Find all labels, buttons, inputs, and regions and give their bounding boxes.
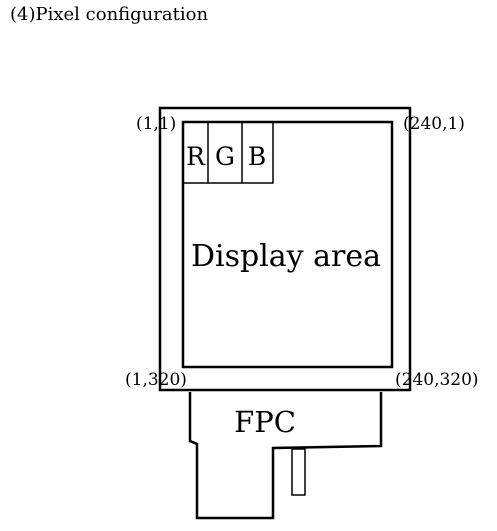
- corner-label-bottom-left: (1,320): [125, 370, 187, 390]
- display-area: [181, 120, 394, 369]
- subpixel-label-b: B: [248, 142, 266, 171]
- corner-label-top-left: (1,1): [136, 114, 176, 134]
- fpc-label: FPC: [234, 405, 296, 439]
- display-area-label: Display area: [191, 239, 381, 274]
- section-heading: (4)Pixel configuration: [10, 4, 209, 25]
- module-outline: [158, 106, 412, 392]
- subpixel-label-r: R: [186, 142, 206, 171]
- rgb-pixel-block: [182, 121, 274, 184]
- fpc-outline: [188, 392, 383, 520]
- corner-label-top-right: (240,1): [403, 114, 465, 134]
- corner-label-bottom-right: (240,320): [395, 370, 479, 390]
- subpixel-label-g: G: [215, 142, 235, 171]
- fpc-connector-pin: [291, 448, 306, 496]
